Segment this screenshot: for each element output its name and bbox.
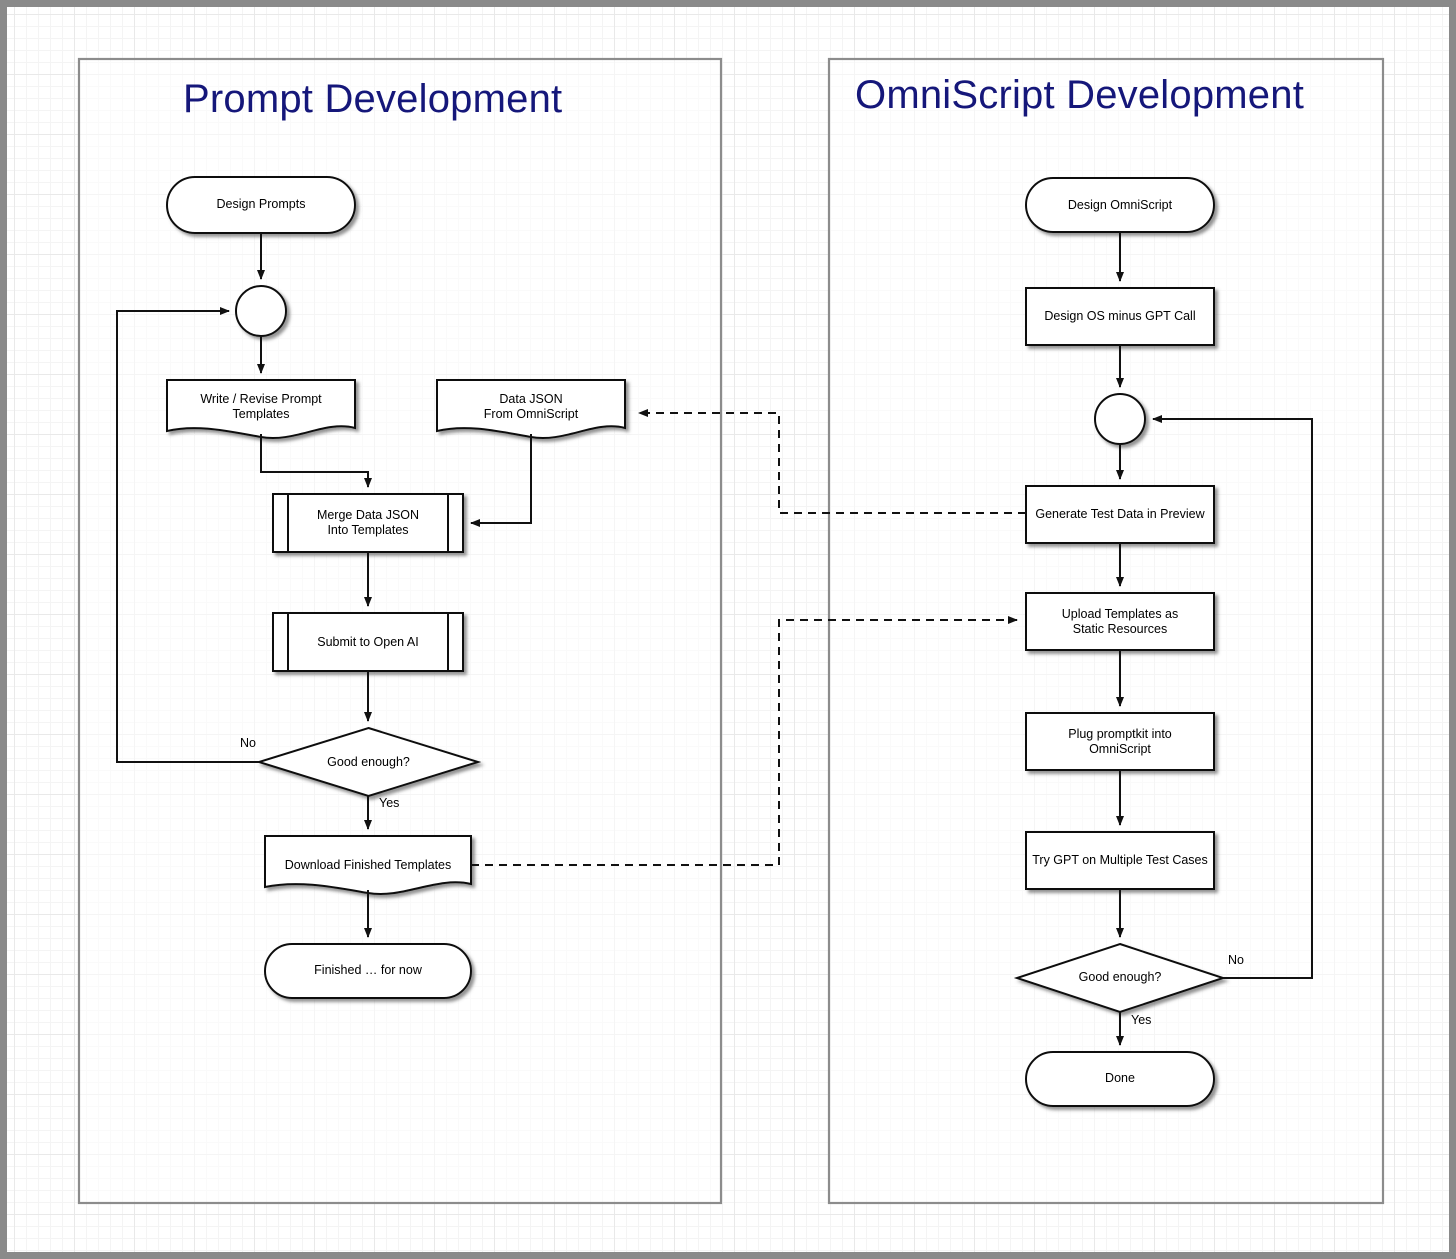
node-junction-right[interactable]	[1094, 393, 1146, 445]
diagram-svg	[77, 57, 1385, 1205]
node-design-omniscript[interactable]	[1025, 177, 1215, 233]
node-upload-templates[interactable]	[1025, 592, 1215, 651]
edge-decision-right-no-to-junction	[1152, 415, 1313, 979]
edges-dashed	[471, 409, 1026, 866]
node-junction-left[interactable]	[235, 285, 287, 337]
node-merge-data-json[interactable]	[272, 493, 464, 553]
node-design-prompts[interactable]	[166, 176, 356, 234]
edge-label-yes-left: Yes	[379, 796, 400, 810]
edge-data-json-to-merge	[470, 434, 532, 527]
node-try-gpt-test-cases[interactable]	[1025, 831, 1215, 890]
edge-label-no-right: No	[1228, 953, 1244, 967]
edge-write-revise-to-merge	[260, 434, 372, 488]
node-generate-test-data[interactable]	[1025, 485, 1215, 544]
node-done[interactable]	[1025, 1051, 1215, 1107]
node-design-os-minus-gpt[interactable]	[1025, 287, 1215, 346]
node-finished-for-now[interactable]	[264, 943, 472, 999]
edge-download-templates-to-upload	[471, 616, 1018, 866]
edge-label-yes-right: Yes	[1131, 1013, 1152, 1027]
edges-right	[1116, 232, 1313, 1046]
edges-left	[116, 233, 532, 938]
node-submit-open-ai[interactable]	[272, 612, 464, 672]
edge-decision-no-to-junction	[116, 307, 259, 763]
edge-generate-test-data-to-data-json	[638, 409, 1026, 514]
node-plug-promptkit[interactable]	[1025, 712, 1215, 771]
panel-title-prompt-development: Prompt Development	[183, 77, 563, 121]
panel-title-omniscript-development: OmniScript Development	[855, 73, 1305, 117]
edge-label-no-left: No	[240, 736, 256, 750]
